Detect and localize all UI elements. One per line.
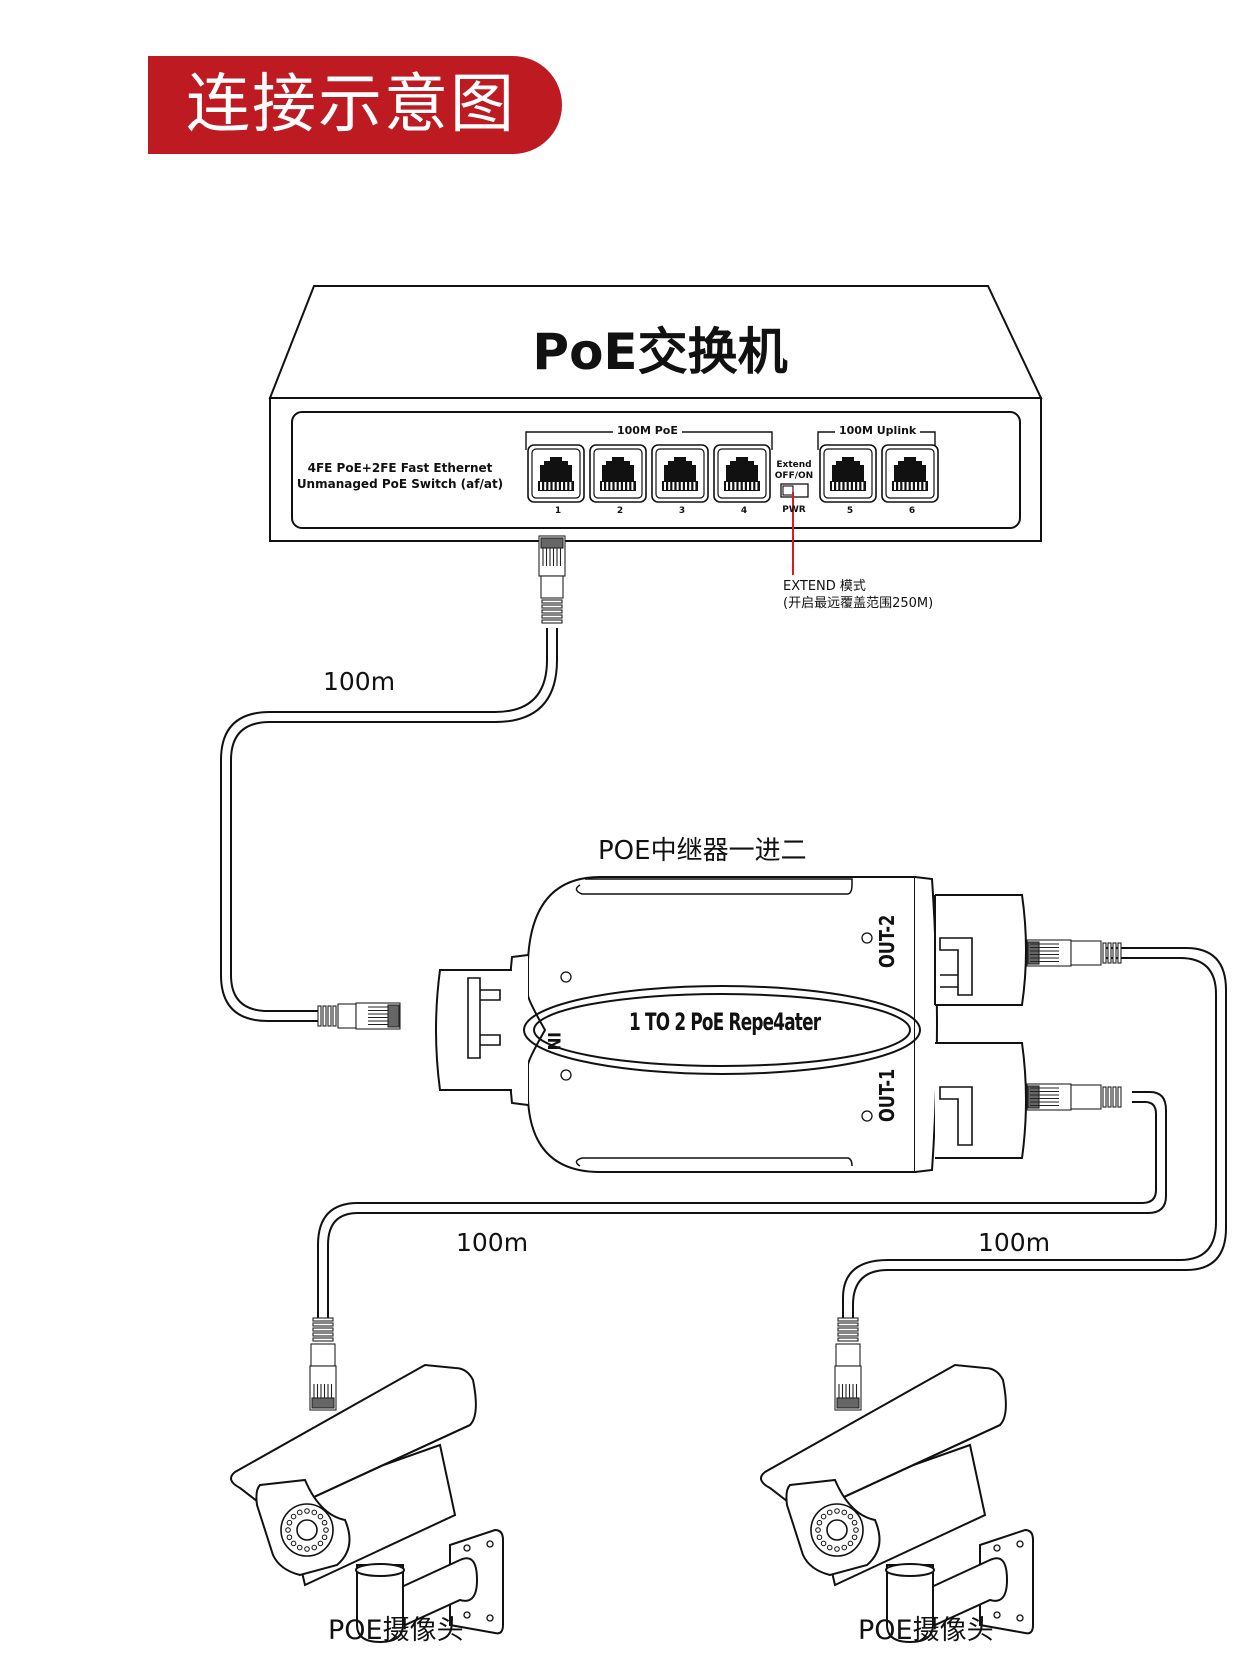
switch-port-bezel — [291, 411, 1021, 529]
out1-led — [861, 1110, 873, 1122]
port-number-1: 1 — [554, 506, 562, 516]
extend-mode-callout: EXTEND 模式 (开启最远覆盖范围250M) — [783, 578, 933, 612]
repeater-badge-text: 1 TO 2 PoE Repe4ater — [629, 1008, 821, 1036]
banner-title: 连接示意图 — [186, 68, 516, 142]
out2-led — [861, 932, 873, 944]
switch-description-line2: Unmanaged PoE Switch (af/at) — [296, 477, 504, 491]
poe-repeater — [435, 876, 1027, 1173]
cable-length-label-2: 100m — [456, 1228, 529, 1257]
port-number-4: 4 — [740, 506, 748, 516]
rj45-port-4 — [713, 444, 771, 503]
camera-1 — [230, 1363, 504, 1644]
out1-port — [935, 1042, 1027, 1159]
switch-description-line1: 4FE PoE+2FE Fast Ethernet — [307, 461, 493, 475]
repeater-title: POE中继器一进二 — [598, 836, 807, 866]
cable-length-label-3: 100m — [978, 1228, 1051, 1257]
repeater-body — [527, 876, 916, 1173]
rj45-port-5 — [819, 444, 877, 503]
port-number-6: 6 — [908, 506, 916, 516]
camera-1-label: POE摄像头 — [328, 1615, 464, 1646]
in-label: IN — [543, 1032, 563, 1051]
camera-sunshield — [230, 1363, 477, 1517]
camera-2-label: POE摄像头 — [858, 1615, 994, 1646]
extend-toggle[interactable] — [780, 483, 809, 498]
rj45-plug-repeater-in — [317, 1002, 401, 1030]
rj45-port-1 — [527, 444, 585, 503]
rj45-port-3 — [651, 444, 709, 503]
repeater-badge-inner — [533, 993, 911, 1067]
pwr-label: PWR — [782, 505, 806, 515]
port-number-3: 3 — [678, 506, 686, 516]
mount-arm — [394, 1557, 479, 1627]
rj45-plug-camera-1 — [309, 1317, 337, 1411]
port-number-5: 5 — [846, 506, 854, 516]
uplink-group-label: 100M Uplink — [835, 424, 921, 437]
mount-joint — [356, 1564, 404, 1644]
switch-title: PoE交换机 — [532, 323, 788, 381]
switch-ports — [527, 444, 939, 503]
camera-lens — [826, 1519, 848, 1541]
port-number-2: 2 — [616, 506, 624, 516]
poe-switch — [268, 285, 1043, 542]
mount-arm — [924, 1557, 1009, 1627]
title-banner: 连接示意图 — [148, 56, 562, 154]
rj45-port-6 — [881, 444, 939, 503]
camera-lens — [296, 1519, 318, 1541]
repeater-badge-outer — [523, 985, 921, 1075]
camera-2 — [760, 1363, 1034, 1644]
cable-switch-to-repeater — [220, 628, 558, 1022]
extend-label-line1: Extend — [776, 460, 812, 470]
rj45-plug-switch-end — [538, 535, 566, 624]
in-led-top — [560, 971, 572, 983]
out1-label: OUT-1 — [875, 1068, 899, 1122]
cable-out2-to-camera2 — [842, 947, 1227, 1318]
out2-label: OUT-2 — [875, 914, 899, 968]
in-led-bottom — [560, 1069, 572, 1081]
extend-label: Extend OFF/ON — [769, 460, 819, 482]
rj45-plug-repeater-out1 — [1026, 1083, 1122, 1111]
rj45-port-2 — [589, 444, 647, 503]
switch-description: 4FE PoE+2FE Fast Ethernet Unmanaged PoE … — [290, 460, 510, 492]
callout-line1: EXTEND 模式 — [783, 579, 866, 594]
cable-out1-to-camera1 — [317, 1091, 1167, 1318]
mount-joint — [886, 1564, 934, 1644]
extend-toggle-knob — [782, 485, 794, 496]
rj45-plug-camera-2 — [834, 1317, 862, 1411]
callout-line2: (开启最远覆盖范围250M) — [783, 596, 934, 611]
rj45-plug-repeater-out2 — [1026, 939, 1122, 967]
extend-label-line2: OFF/ON — [774, 471, 814, 481]
poe-group-label: 100M PoE — [613, 424, 682, 437]
cable-length-label-1: 100m — [323, 667, 396, 696]
camera-sunshield — [760, 1363, 1007, 1517]
